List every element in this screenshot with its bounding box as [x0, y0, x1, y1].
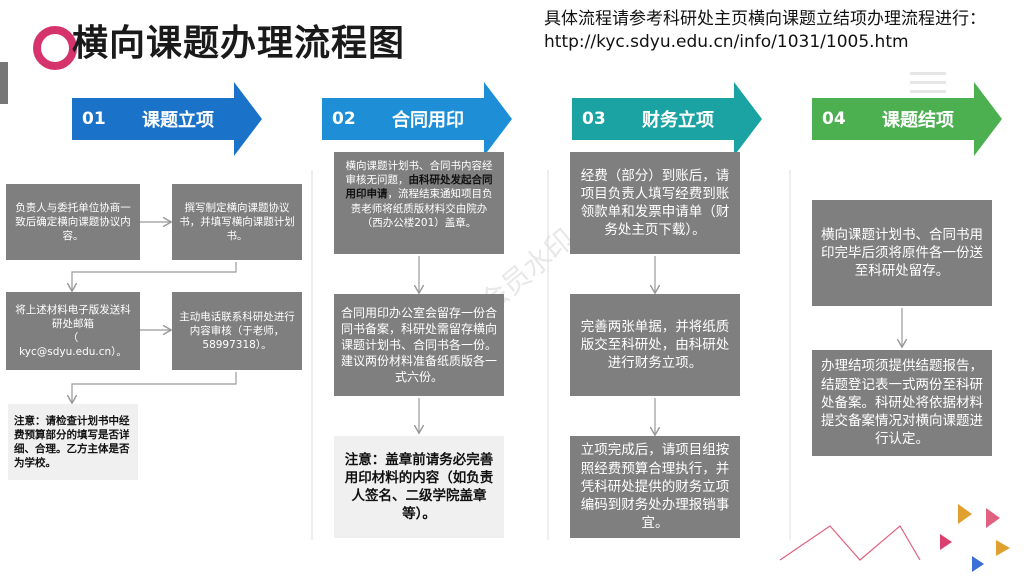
step-number: 03: [582, 109, 606, 129]
seal-text-post: ，流程结束通知项目负责老师将纸质版材料交由院办（西办公楼201）盖章。: [350, 188, 493, 229]
step-number: 04: [822, 109, 846, 129]
email-line-3: kyc@sdyu.edu.cn）。: [19, 346, 127, 359]
col4-box-completion: 办理结项须提供结题报告，结题登记表一式两份至科研处备案。科研处将依据材料提交备案…: [812, 350, 992, 456]
triangle-deco-3: [940, 534, 952, 550]
step-header-3: 03 财务立项: [572, 89, 742, 149]
email-line-2: （: [67, 332, 79, 344]
col1-box-phone-review: 主动电话联系科研处进行内容审核（于老师，58997318）。: [172, 292, 302, 370]
line-deco: [779, 525, 921, 561]
col1-box-draft: 撰写制定横向课题协议书，并填写横向课题计划书。: [172, 184, 302, 260]
col3-box-reimbursement: 立项完成后，请项目组按照经费预算合理执行，并凭科研处提供的财务立项编码到财务处办…: [570, 436, 740, 538]
triangle-deco-5: [972, 556, 984, 572]
col2-box-archive: 合同用印办公室会留存一份合同书备案，科研处需留存横向课题计划书、合同书各一份。建…: [334, 294, 504, 396]
page-title: 横向课题办理流程图: [72, 23, 406, 64]
seal-text-pre: 横向课题计划书、合同书内容经审核无问题，: [345, 160, 493, 187]
reference-note: 具体流程请参考科研处主页横向课题立结项办理流程进行：http://kyc.sdy…: [544, 9, 986, 52]
col1-box-negotiate: 负责人与委托单位协商一致后确定横向课题协议内容。: [6, 184, 140, 260]
col1-note: 注意：请检查计划书中经费预算部分的填写是否详细、合理。乙方主体是否为学校。: [8, 404, 138, 480]
step-header-1: 01 课题立项: [72, 89, 242, 149]
triangle-deco-1: [958, 504, 972, 524]
col2-note: 注意：盖章前请务必完善用印材料的内容（如负责人签名、二级学院盖章等）。: [334, 436, 504, 538]
step-label: 课题结项: [882, 110, 954, 131]
step-number: 01: [82, 109, 106, 129]
col2-box-seal-request: 横向课题计划书、合同书内容经审核无问题，由科研处发起合同用印申请，流程结束通知项…: [334, 152, 504, 254]
step-header-2: 02 合同用印: [322, 89, 492, 149]
col4-box-original-archive: 横向课题计划书、合同书用印完毕后须将原件各一份送至科研处留存。: [812, 200, 992, 306]
step-header-4: 04 课题结项: [812, 89, 982, 149]
col3-box-finance-setup: 完善两张单据，并将纸质版交至科研处，由科研处进行财务立项。: [570, 294, 740, 396]
step-label: 课题立项: [142, 110, 214, 131]
step-label: 合同用印: [392, 110, 464, 131]
triangle-deco-4: [996, 540, 1010, 556]
seal-text-bold: 由科研处发起合同用印申请: [345, 174, 493, 201]
col3-box-fund-arrival: 经费（部分）到账后，请项目负责人填写经费到账领款单和发票申请单（财务处主页下载）…: [570, 152, 740, 254]
left-accent-bar: [0, 62, 8, 104]
col1-box-email: 将上述材料电子版发送科研处邮箱 （ kyc@sdyu.edu.cn）。: [6, 292, 140, 370]
ring-icon: [33, 26, 77, 70]
step-number: 02: [332, 109, 356, 129]
triangle-deco-2: [986, 508, 1000, 528]
step-label: 财务立项: [642, 110, 714, 131]
email-line-1: 将上述材料电子版发送科研处邮箱: [15, 303, 131, 330]
